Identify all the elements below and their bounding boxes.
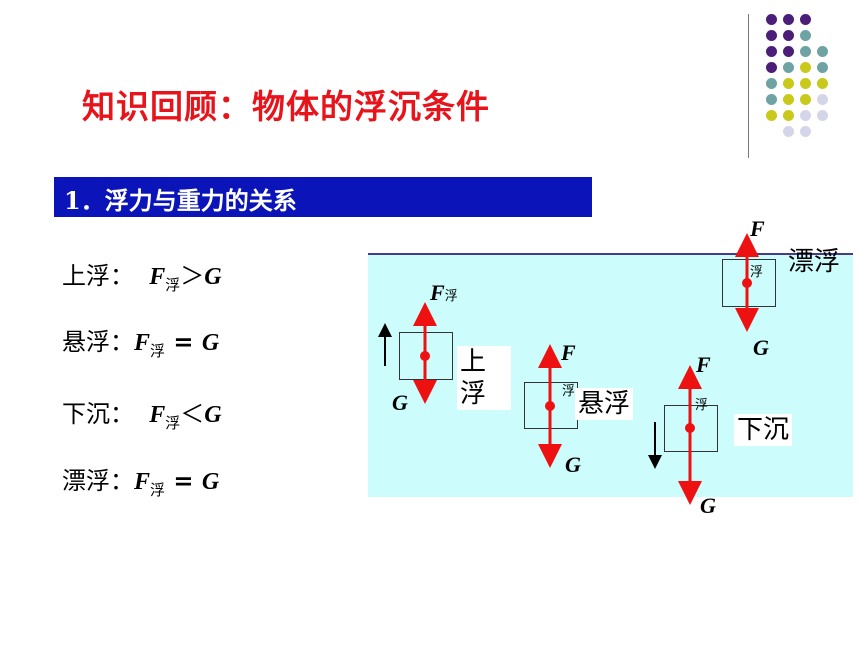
suspend-f-label: F (561, 340, 576, 366)
decorative-dot (817, 62, 828, 73)
decorative-dot (817, 94, 828, 105)
sink-f-label: F (696, 352, 711, 378)
condition-float: 漂浮：F浮 = G (62, 461, 219, 500)
sink-forces (678, 365, 702, 505)
decorative-dot (800, 30, 811, 41)
float-state-label: 漂浮 (788, 247, 841, 277)
section-header-bar (54, 177, 592, 217)
decorative-dot (783, 78, 794, 89)
decorative-dot-grid (760, 12, 860, 142)
decorative-dot (817, 110, 828, 121)
rise-f-label: F浮 (430, 280, 458, 306)
decorative-dot (783, 62, 794, 73)
condition-name: 上浮： (62, 262, 134, 290)
decorative-dot (800, 110, 811, 121)
decorative-dot (783, 126, 794, 137)
condition-name: 悬浮： (62, 328, 134, 356)
f-letter: F (561, 340, 576, 365)
g-letter: G (753, 335, 769, 360)
g-letter: G (392, 390, 408, 415)
decorative-dot (800, 14, 811, 25)
relation: = (165, 466, 202, 495)
force-g: G (201, 469, 220, 495)
force-sub: 浮 (150, 341, 166, 360)
decorative-dot (800, 46, 811, 57)
rise-label-bottom: 浮 (460, 379, 487, 409)
g-letter: G (565, 452, 581, 477)
condition-name: 漂浮： (62, 467, 134, 495)
decorative-dot (817, 78, 828, 89)
suspend-f-sub: 浮 (562, 375, 575, 401)
decorative-dot (817, 46, 828, 57)
float-forces (735, 233, 759, 332)
decorative-dot (783, 110, 794, 121)
force-sub: 浮 (165, 413, 181, 432)
water-region (368, 255, 853, 497)
decorative-dot (766, 46, 777, 57)
force-g: G (204, 402, 222, 428)
force-f: F (134, 330, 151, 356)
sink-f-sub: 浮 (695, 389, 708, 415)
relation: ＜ (180, 400, 205, 428)
decorative-dot (766, 78, 777, 89)
condition-name: 下沉： (62, 400, 134, 428)
f-sub: 浮 (444, 289, 458, 304)
sink-state-label: 下沉 (734, 414, 793, 446)
force-sub: 浮 (150, 480, 166, 499)
rise-state-label: 上 浮 (457, 346, 511, 410)
decorative-dot (800, 78, 811, 89)
rise-forces (413, 302, 437, 404)
decorative-dot (800, 126, 811, 137)
suspend-forces (538, 344, 562, 468)
suspend-g-label: G (565, 452, 581, 478)
sink-center-dot (685, 423, 695, 433)
decorative-dot (783, 46, 794, 57)
decorative-divider (748, 14, 749, 158)
force-f: F (134, 469, 151, 495)
condition-sink: 下沉： F浮＜G (62, 394, 222, 433)
float-center-dot (742, 278, 752, 288)
force-sub: 浮 (165, 275, 181, 294)
force-f: F (149, 264, 166, 290)
decorative-dot (766, 14, 777, 25)
decorative-dot (800, 62, 811, 73)
rise-g-label: G (392, 390, 408, 416)
f-letter: F (750, 216, 765, 241)
decorative-dot (766, 62, 777, 73)
float-f-label: F (750, 216, 765, 242)
float-f-sub: 浮 (750, 256, 763, 282)
decorative-dot (766, 30, 777, 41)
page-title: 知识回顾：物体的浮沉条件 (82, 87, 490, 126)
condition-rise: 上浮： F浮＞G (62, 256, 222, 295)
relation: = (165, 327, 202, 356)
force-g: G (201, 330, 220, 356)
force-g: G (204, 264, 222, 290)
sink-g-label: G (700, 493, 716, 519)
force-f: F (149, 402, 166, 428)
relation: ＞ (180, 262, 205, 290)
water-surface-line (368, 253, 853, 255)
decorative-dot (783, 94, 794, 105)
float-g-label: G (753, 335, 769, 361)
decorative-dot (783, 30, 794, 41)
floating-block (722, 259, 776, 307)
f-letter: F (696, 352, 711, 377)
decorative-dot (783, 14, 794, 25)
section-header-text: 1．浮力与重力的关系 (64, 186, 297, 215)
rise-center-dot (420, 351, 430, 361)
rise-label-top: 上 (460, 347, 487, 377)
f-letter: F (430, 280, 445, 305)
condition-suspend: 悬浮：F浮 = G (62, 322, 219, 361)
f-sub: 浮 (562, 384, 576, 399)
suspend-state-label: 悬浮 (575, 388, 634, 420)
f-sub: 浮 (695, 398, 709, 413)
decorative-dot (766, 110, 777, 121)
decorative-dot (766, 94, 777, 105)
suspend-center-dot (545, 401, 555, 411)
decorative-dot (800, 94, 811, 105)
g-letter: G (700, 493, 716, 518)
f-sub: 浮 (750, 265, 764, 280)
